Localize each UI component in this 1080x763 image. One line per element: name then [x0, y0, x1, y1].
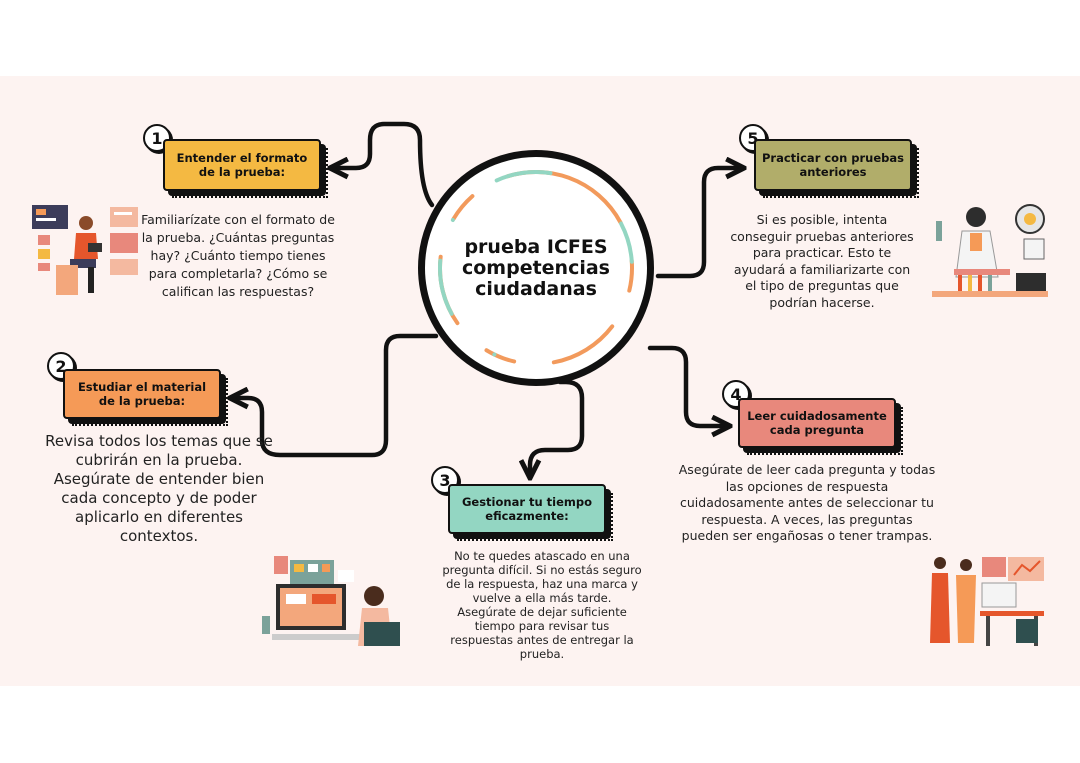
node-2-title-box: Estudiar el material de la prueba:	[63, 369, 228, 426]
central-topic-title: prueba ICFES competencias ciudadanas	[461, 235, 610, 300]
node-1-title: Entender el formato de la prueba:	[176, 151, 308, 179]
scientist-illustration	[932, 204, 1048, 297]
node-4-title: Leer cuidadosamente cada pregunta	[747, 409, 887, 437]
connector-3	[530, 379, 585, 476]
node-2-description: Revisa todos los temas que se cubrirán e…	[45, 432, 273, 545]
connector-2	[232, 333, 439, 458]
node-3-title-box: Gestionar tu tiempo eficazmente:	[448, 484, 613, 541]
person-at-computer-illustration	[262, 556, 400, 646]
connector-5	[655, 168, 742, 279]
connector-1	[332, 121, 435, 208]
team-presentation-illustration	[930, 557, 1044, 646]
node-1-description: Familiarízate con el formato de la prueb…	[141, 212, 335, 299]
node-3-description: No te quedes atascado en una pregunta di…	[442, 549, 642, 661]
node-5-description: Si es posible, intenta conseguir pruebas…	[730, 212, 914, 310]
connector-4	[647, 345, 728, 426]
node-1-title-box: Entender el formato de la prueba:	[163, 139, 328, 198]
node-3-title: Gestionar tu tiempo eficazmente:	[461, 495, 593, 523]
node-4-number-badge: 4	[722, 380, 750, 408]
node-4-title-box: Leer cuidadosamente cada pregunta	[738, 398, 903, 455]
person-with-laptop-illustration	[32, 205, 138, 295]
node-2-title: Estudiar el material de la prueba:	[77, 380, 207, 408]
central-ring-decoration	[438, 170, 634, 366]
node-5-title: Practicar con pruebas anteriores	[762, 151, 905, 179]
node-5-title-box: Practicar con pruebas anteriores	[754, 139, 919, 198]
node-4-description: Asegúrate de leer cada pregunta y todas …	[678, 462, 936, 543]
central-topic-circle: prueba ICFES competencias ciudadanas	[418, 150, 654, 386]
